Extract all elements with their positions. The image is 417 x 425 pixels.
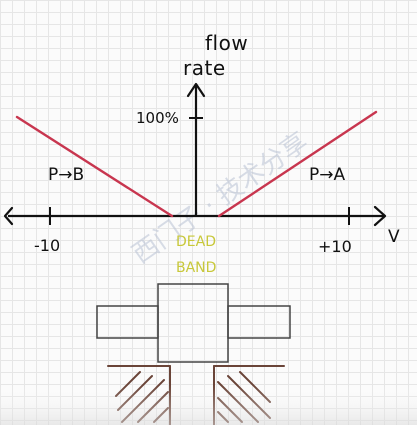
y-tick-label: 100%	[136, 109, 179, 127]
spool-left-land	[96, 305, 159, 339]
x-tick-label-plus-10: +10	[318, 237, 352, 256]
x-axis-right-arrow	[373, 205, 387, 227]
flow-line-p-to-a	[217, 110, 378, 218]
x-axis-label: V	[388, 227, 400, 247]
x-tick-label-minus-10: -10	[34, 236, 60, 255]
dead-band-label-line2: BAND	[176, 260, 216, 276]
x-axis-left-arrow	[3, 206, 14, 226]
flow-line-p-to-b	[15, 115, 174, 218]
y-axis-arrow	[186, 82, 206, 98]
y-axis-label-line2: rate	[183, 56, 226, 80]
bottom-fade-overlay	[0, 385, 417, 425]
region-label-p-to-a: P→A	[309, 165, 345, 185]
y-axis-label-line1: flow	[205, 31, 248, 55]
dead-band-label-line1: DEAD	[176, 234, 216, 250]
spool-center-body	[157, 283, 229, 363]
spool-right-land	[227, 305, 291, 339]
watermark-text: 西门子 · 技术分享	[127, 127, 314, 270]
region-label-p-to-b: P→B	[48, 165, 84, 185]
